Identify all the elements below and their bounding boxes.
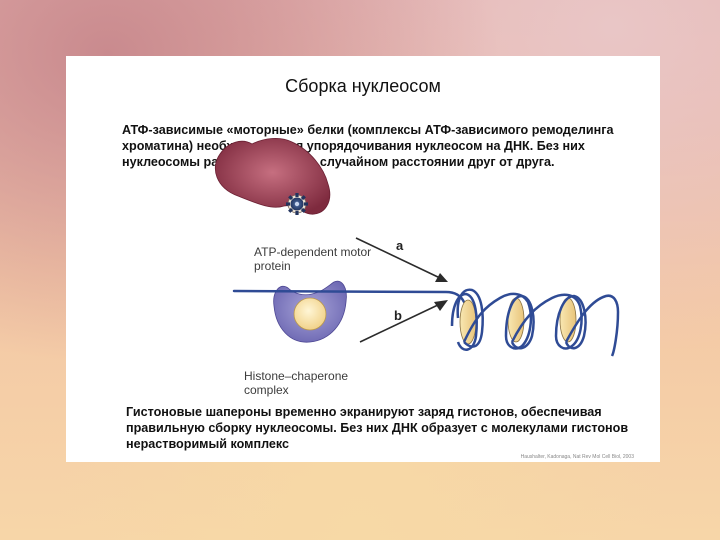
source-credit: Haushalter, Kadonaga, Nat Rev Mol Cell B… — [520, 454, 634, 460]
motor-protein-icon — [215, 138, 331, 215]
nucleosome-diagram — [215, 138, 620, 357]
slide-title: Сборка нуклеосом — [285, 76, 441, 96]
arrow-b-label: b — [394, 308, 402, 323]
nucleosome-2 — [462, 292, 535, 350]
nucleosome-3 — [510, 293, 620, 357]
chaperone-complex-icon — [273, 280, 347, 343]
arrow-b — [359, 300, 448, 343]
arrow-a — [355, 237, 448, 282]
dna-strand — [232, 289, 466, 304]
motor-protein-label: ATP-dependent motor protein — [254, 245, 372, 273]
arrow-a-label: a — [396, 238, 404, 253]
slide: Сборка нуклеосом АТФ-зависимые «моторные… — [66, 56, 660, 462]
bottom-paragraph: Гистоновые шапероны временно экранируют … — [126, 405, 629, 451]
nucleosome-1 — [450, 288, 484, 351]
chaperone-complex-label: Histone–chaperone complex — [244, 369, 349, 397]
